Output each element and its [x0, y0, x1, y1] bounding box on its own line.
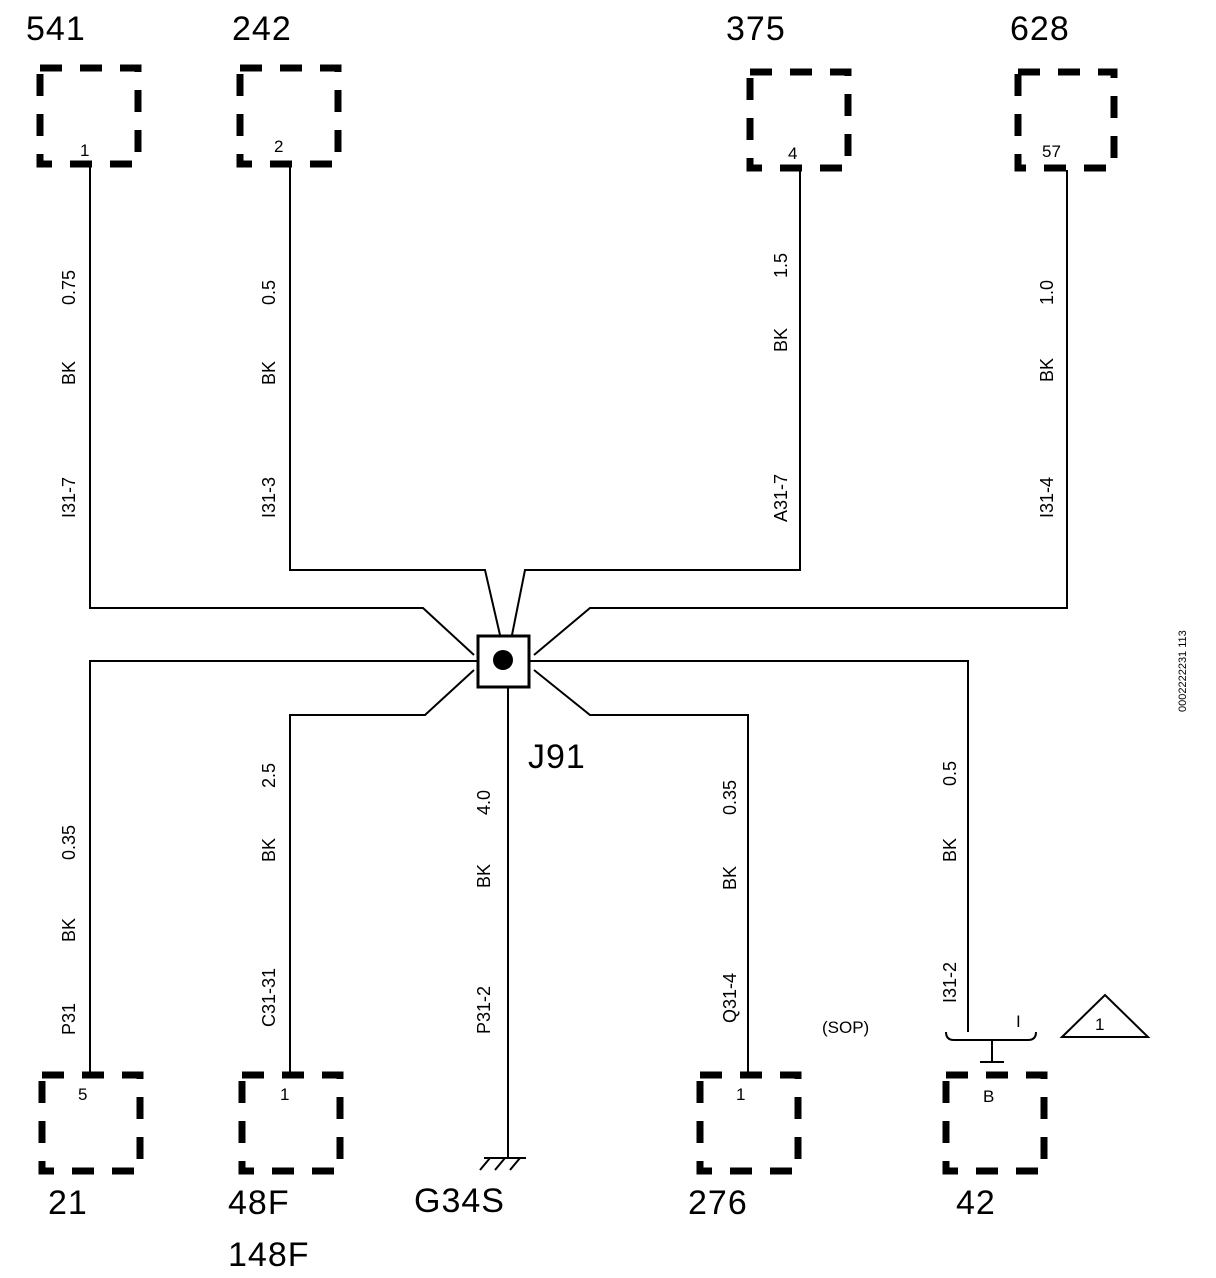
bracket-mark: I [1016, 1012, 1021, 1031]
wire-42 [530, 660, 969, 1032]
connector-541: 541 1 [26, 10, 142, 168]
wire-code: I31-3 [259, 477, 279, 518]
ground-g34s: G34S [414, 1157, 526, 1220]
wire-size: 0.75 [59, 270, 79, 305]
wire-628 [533, 170, 1068, 656]
connector-id: 242 [232, 10, 292, 48]
connector-id: 375 [726, 10, 786, 48]
wire-color: BK [259, 361, 279, 385]
wire-size: 0.35 [59, 825, 79, 860]
wire-size: 2.5 [259, 763, 279, 788]
pin-number: 1 [736, 1085, 745, 1104]
option-note: (SOP) I 1 [822, 993, 1151, 1063]
connector-id: 541 [26, 10, 86, 48]
wire-code: P31-2 [474, 986, 494, 1034]
wire-color: BK [771, 328, 791, 352]
pin-number: 4 [788, 144, 797, 163]
wire-code: A31-7 [771, 474, 791, 522]
wire-code: I31-2 [940, 962, 960, 1003]
connector-48f: 1 48F 148F [228, 1071, 344, 1274]
wire-375 [511, 170, 801, 636]
note-text: (SOP) [822, 1018, 869, 1037]
wire-code: I31-7 [59, 477, 79, 518]
wire-size: 1.0 [1037, 280, 1057, 305]
wire-code: I31-4 [1037, 477, 1057, 518]
wire-276 [533, 669, 749, 1075]
connector-42: B 42 [942, 1071, 1048, 1222]
connector-id-alt: 148F [228, 1236, 310, 1274]
wire-color: BK [59, 918, 79, 942]
pin-number: 1 [280, 1085, 289, 1104]
connector-242: 242 2 [232, 10, 342, 168]
ground-label: G34S [414, 1182, 505, 1220]
wire-size: 4.0 [474, 790, 494, 815]
wire-242 [289, 165, 501, 636]
wire-color: BK [1037, 358, 1057, 382]
wire-color: BK [474, 864, 494, 888]
note-marker: 1 [1095, 1015, 1104, 1034]
wire-48F [289, 669, 475, 1075]
connector-21: 5 21 [38, 1071, 144, 1222]
connector-id: 42 [956, 1184, 996, 1222]
doc-code: 0002222231 113 [1177, 630, 1189, 712]
wire-code: P31 [59, 1003, 79, 1035]
wire-size: 1.5 [771, 253, 791, 278]
connector-id: 276 [688, 1184, 748, 1222]
pin-number: B [983, 1087, 994, 1106]
splice-j91: J91 [476, 634, 586, 776]
wire-size: 0.35 [720, 780, 740, 815]
connector-628: 628 57 [1010, 10, 1118, 172]
wire-color: BK [720, 866, 740, 890]
wire-code: C31-31 [259, 968, 279, 1027]
connector-id: 48F [228, 1184, 290, 1222]
wire-size: 0.5 [940, 761, 960, 786]
connector-id: 628 [1010, 10, 1070, 48]
wire-541 [89, 165, 475, 656]
wire-size: 0.5 [259, 280, 279, 305]
pin-number: 2 [274, 137, 283, 156]
wire-color: BK [940, 838, 960, 862]
wires [89, 165, 1068, 1158]
splice-label: J91 [528, 738, 586, 776]
option-bracket [945, 1031, 1037, 1041]
wire-21 [89, 660, 478, 1075]
pin-number: 57 [1042, 142, 1061, 161]
pin-number: 1 [80, 141, 89, 160]
wire-labels: 0.75 BK I31-7 0.5 BK I31-3 1.5 BK A31-7 … [59, 253, 1057, 1035]
wire-color: BK [59, 361, 79, 385]
connector-276: 1 276 [688, 1071, 802, 1222]
wire-code: Q31-4 [720, 973, 740, 1023]
pin-number: 5 [78, 1085, 87, 1104]
wire-color: BK [259, 838, 279, 862]
connector-375: 375 4 [726, 10, 852, 172]
note-triangle [1059, 993, 1151, 1038]
connector-id: 21 [48, 1184, 88, 1222]
